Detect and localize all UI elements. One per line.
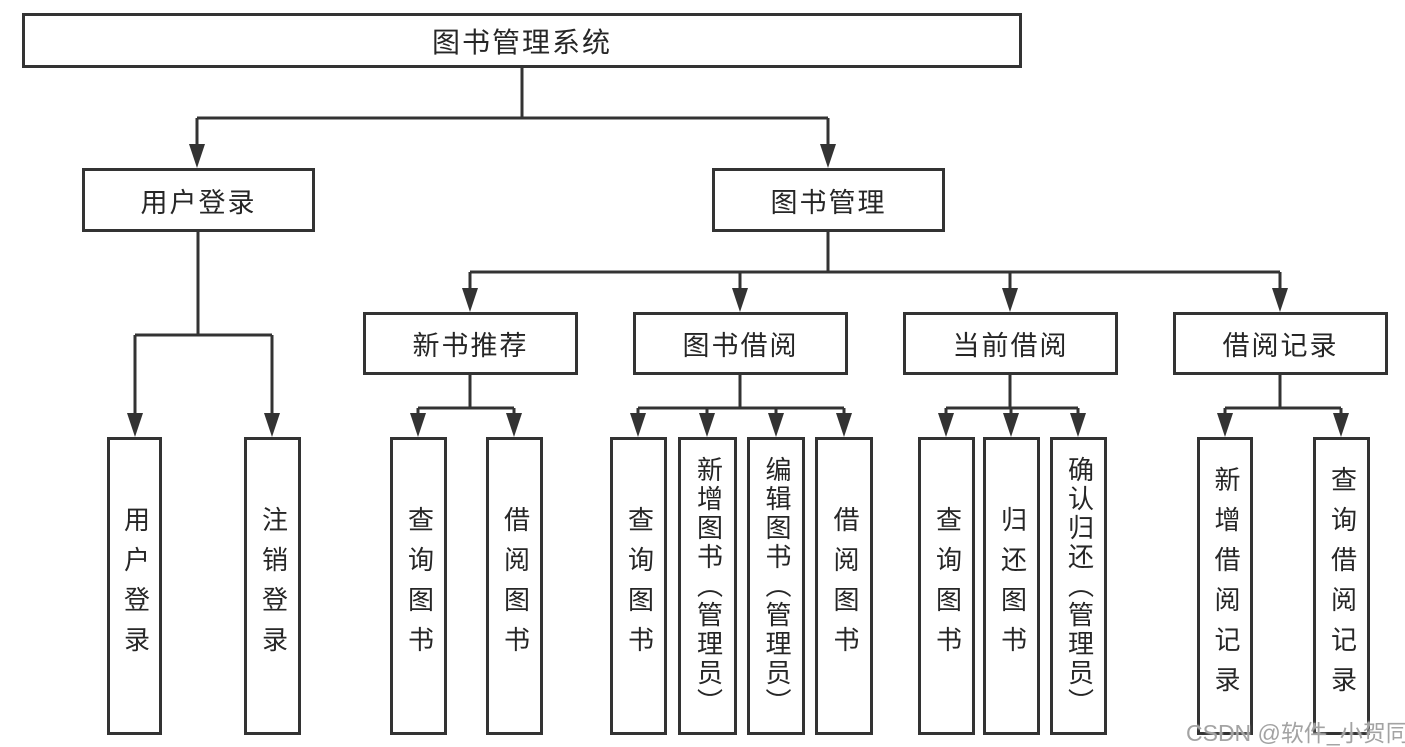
arrowhead-icon <box>127 413 143 437</box>
leaf-add-books-admin: 新增图书（管理员） <box>678 437 737 735</box>
node-label: 借阅图书 <box>500 506 531 666</box>
node-label: 用户登录 <box>140 187 257 218</box>
node-current-borrowing: 当前借阅 <box>903 312 1118 375</box>
arrowhead-icon <box>1002 288 1018 312</box>
arrowhead-icon <box>410 413 426 437</box>
connector-records-to-leaves <box>1217 375 1349 437</box>
connector-root-to-level2 <box>189 68 836 168</box>
leaf-query-borrow-record: 查询借阅记录 <box>1313 437 1370 735</box>
connector-current-to-leaves <box>938 375 1086 437</box>
node-label: 图书管理系统 <box>431 26 612 58</box>
arrowhead-icon <box>732 288 748 312</box>
leaf-confirm-return-admin: 确认归还（管理员） <box>1050 437 1107 735</box>
node-label: 查询借阅记录 <box>1327 466 1358 706</box>
leaf-add-borrow-record: 新增借阅记录 <box>1197 437 1253 735</box>
node-label: 借阅图书 <box>829 506 860 666</box>
node-label: 编辑图书（管理员） <box>761 455 792 717</box>
arrowhead-icon <box>1272 288 1288 312</box>
node-label: 新增图书（管理员） <box>693 455 724 717</box>
leaf-borrow-books-1: 借阅图书 <box>486 437 543 735</box>
arrowhead-icon <box>699 413 715 437</box>
connector-bookmgmt-to-level3 <box>462 232 1288 312</box>
node-user-login: 用户登录 <box>82 168 315 232</box>
node-label: 新增借阅记录 <box>1210 466 1241 706</box>
leaf-query-books-2: 查询图书 <box>610 437 667 735</box>
node-book-management: 图书管理 <box>712 168 945 232</box>
leaf-logout: 注销登录 <box>244 437 301 735</box>
node-label: 查询图书 <box>404 506 435 666</box>
arrowhead-icon <box>1003 413 1019 437</box>
arrowhead-icon <box>1333 413 1349 437</box>
connector-userlogin-to-leaves <box>127 232 280 437</box>
node-label: 确认归还（管理员） <box>1064 455 1095 717</box>
node-label: 当前借阅 <box>952 331 1069 361</box>
csdn-watermark: CSDN @软件_小贺同学 <box>1186 720 1405 746</box>
leaf-borrow-books-2: 借阅图书 <box>815 437 873 735</box>
node-label: 图书借阅 <box>682 331 799 361</box>
arrowhead-icon <box>1217 413 1233 437</box>
node-new-book-recommend: 新书推荐 <box>363 312 578 375</box>
leaf-edit-books-admin: 编辑图书（管理员） <box>747 437 805 735</box>
node-label: 图书管理 <box>770 187 887 218</box>
connector-borrow-to-leaves <box>630 375 852 437</box>
arrowhead-icon <box>1070 413 1086 437</box>
arrowhead-icon <box>462 288 478 312</box>
leaf-user-login: 用户登录 <box>107 437 162 735</box>
leaf-query-books-1: 查询图书 <box>390 437 447 735</box>
node-label: 借阅记录 <box>1222 331 1339 361</box>
arrowhead-icon <box>820 144 836 168</box>
arrowhead-icon <box>938 413 954 437</box>
node-label: 查询图书 <box>932 506 963 666</box>
arrowhead-icon <box>189 144 205 168</box>
node-library-system: 图书管理系统 <box>22 13 1022 68</box>
connector-newbooks-to-leaves <box>410 375 522 437</box>
arrowhead-icon <box>630 413 646 437</box>
leaf-query-books-3: 查询图书 <box>918 437 975 735</box>
node-label: 用户登录 <box>120 506 151 666</box>
node-label: 新书推荐 <box>412 331 529 361</box>
arrowhead-icon <box>506 413 522 437</box>
arrowhead-icon <box>768 413 784 437</box>
leaf-return-books: 归还图书 <box>983 437 1040 735</box>
node-book-borrowing: 图书借阅 <box>633 312 848 375</box>
node-label: 查询图书 <box>624 506 655 666</box>
node-label: 注销登录 <box>258 506 289 666</box>
node-label: 归还图书 <box>997 506 1028 666</box>
node-borrowing-records: 借阅记录 <box>1173 312 1388 375</box>
arrowhead-icon <box>264 413 280 437</box>
arrowhead-icon <box>836 413 852 437</box>
